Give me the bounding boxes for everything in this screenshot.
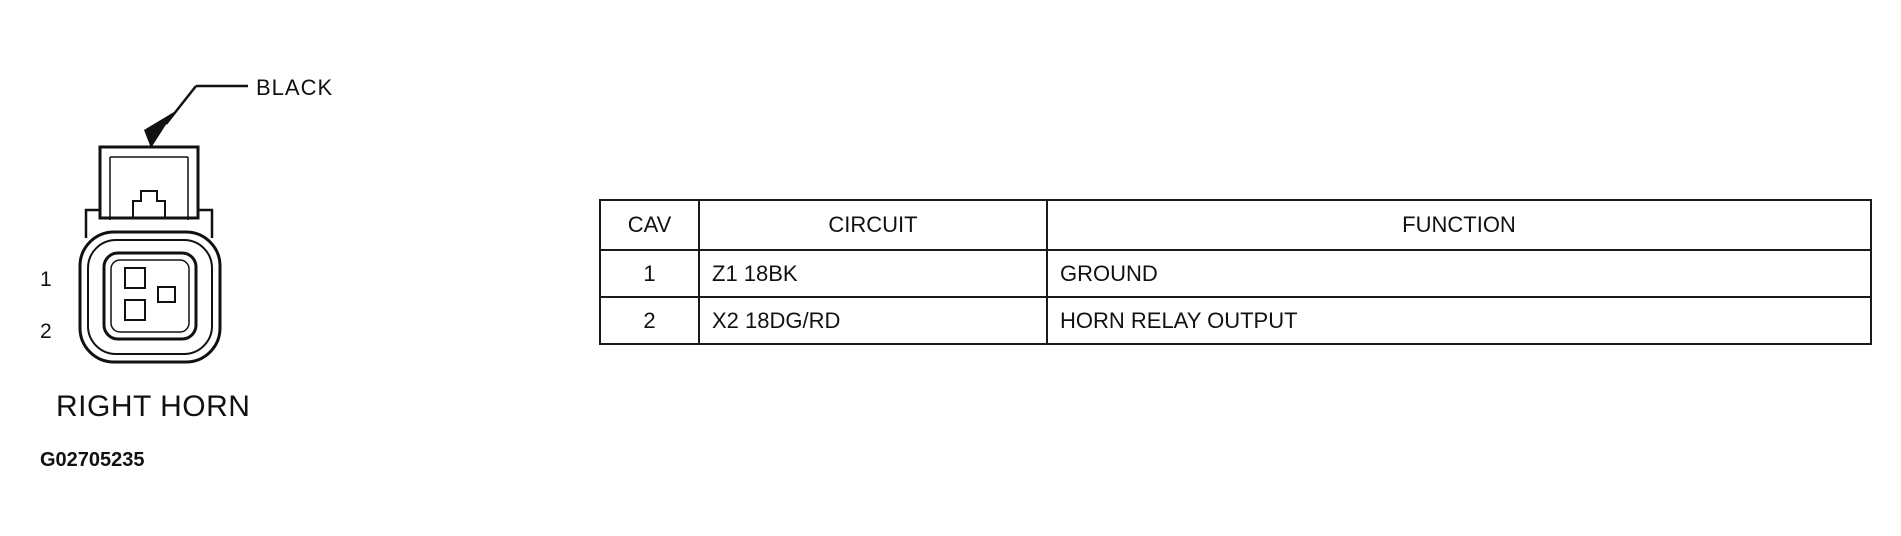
cell-cav: 2 xyxy=(599,296,700,345)
connector-diagram: BLACK 1 2 RIGHT HORN G02705235 xyxy=(40,75,333,471)
leader-arrow-icon xyxy=(144,112,174,148)
figure-code: G02705235 xyxy=(40,449,145,471)
header-cav: CAV xyxy=(599,199,700,251)
cell-circuit: X2 18DG/RD xyxy=(698,296,1048,345)
pin-label-1: 1 xyxy=(40,268,52,291)
cavity-2 xyxy=(124,299,146,321)
cell-function: GROUND xyxy=(1046,249,1872,298)
header-function: FUNCTION xyxy=(1046,199,1872,251)
table-row: 2 X2 18DG/RD HORN RELAY OUTPUT xyxy=(599,296,1872,345)
cell-function: HORN RELAY OUTPUT xyxy=(1046,296,1872,345)
cell-cav: 1 xyxy=(599,249,700,298)
cell-circuit: Z1 18BK xyxy=(698,249,1048,298)
table-row: 1 Z1 18BK GROUND xyxy=(599,249,1872,298)
table-header-row: CAV CIRCUIT FUNCTION xyxy=(599,199,1872,251)
connector-body xyxy=(78,145,222,364)
wire-color-label: BLACK xyxy=(256,75,333,100)
polarization-key xyxy=(157,286,176,303)
cavity-1 xyxy=(124,267,146,289)
pin-label-2: 2 xyxy=(40,320,52,343)
wire-color-leader xyxy=(144,84,248,148)
connector-name: RIGHT HORN xyxy=(56,390,250,423)
header-circuit: CIRCUIT xyxy=(698,199,1048,251)
pinout-table: CAV CIRCUIT FUNCTION 1 Z1 18BK GROUND 2 … xyxy=(599,199,1872,345)
